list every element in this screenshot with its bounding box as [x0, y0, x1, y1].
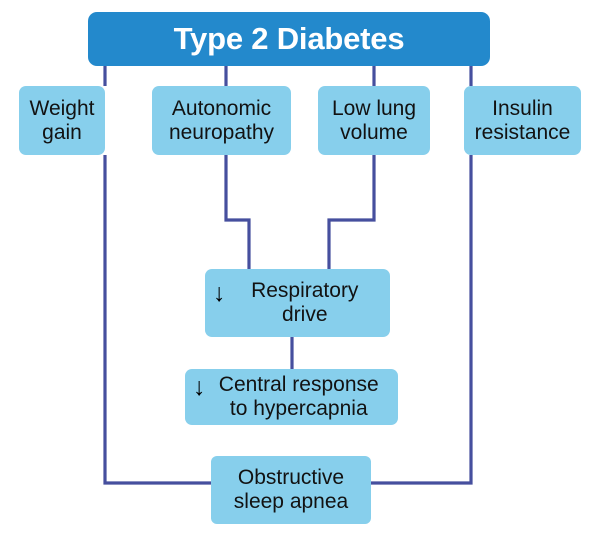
node-type-2-diabetes[interactable]: Type 2 Diabetes	[88, 12, 490, 66]
node-insulin-resistance[interactable]: Insulin resistance	[464, 86, 581, 155]
node-label: Autonomic neuropathy	[168, 96, 275, 144]
node-obstructive-sleep-apnea[interactable]: Obstructive sleep apnea	[211, 456, 371, 524]
edge-autonomic-neuropathy-to-respiratory-drive	[224, 155, 251, 269]
node-label: Type 2 Diabetes	[173, 20, 405, 56]
effect-content: ↓ Central response to hypercapnia	[185, 373, 398, 420]
node-label: Central response to hypercapnia	[218, 373, 379, 420]
node-weight-gain[interactable]: Weight gain	[19, 86, 105, 155]
down-arrow-decrease-icon: ↓	[213, 279, 226, 308]
node-label: Insulin resistance	[474, 96, 571, 144]
node-label: Low lung volume	[331, 96, 417, 144]
down-arrow-decrease-icon: ↓	[193, 373, 206, 402]
node-low-lung-volume[interactable]: Low lung volume	[318, 86, 430, 155]
node-central-response-hypercapnia[interactable]: ↓ Central response to hypercapnia	[185, 369, 398, 425]
node-label: Obstructive sleep apnea	[233, 466, 349, 513]
effect-content: ↓ Respiratory drive	[205, 279, 390, 326]
node-label: Weight gain	[29, 96, 95, 144]
edge-weight-gain-to-obstructive-sleep-apnea	[103, 155, 212, 485]
node-autonomic-neuropathy[interactable]: Autonomic neuropathy	[152, 86, 291, 155]
node-respiratory-drive[interactable]: ↓ Respiratory drive	[205, 269, 390, 337]
node-label: Respiratory drive	[251, 279, 359, 326]
edge-low-lung-volume-to-respiratory-drive	[327, 155, 376, 269]
